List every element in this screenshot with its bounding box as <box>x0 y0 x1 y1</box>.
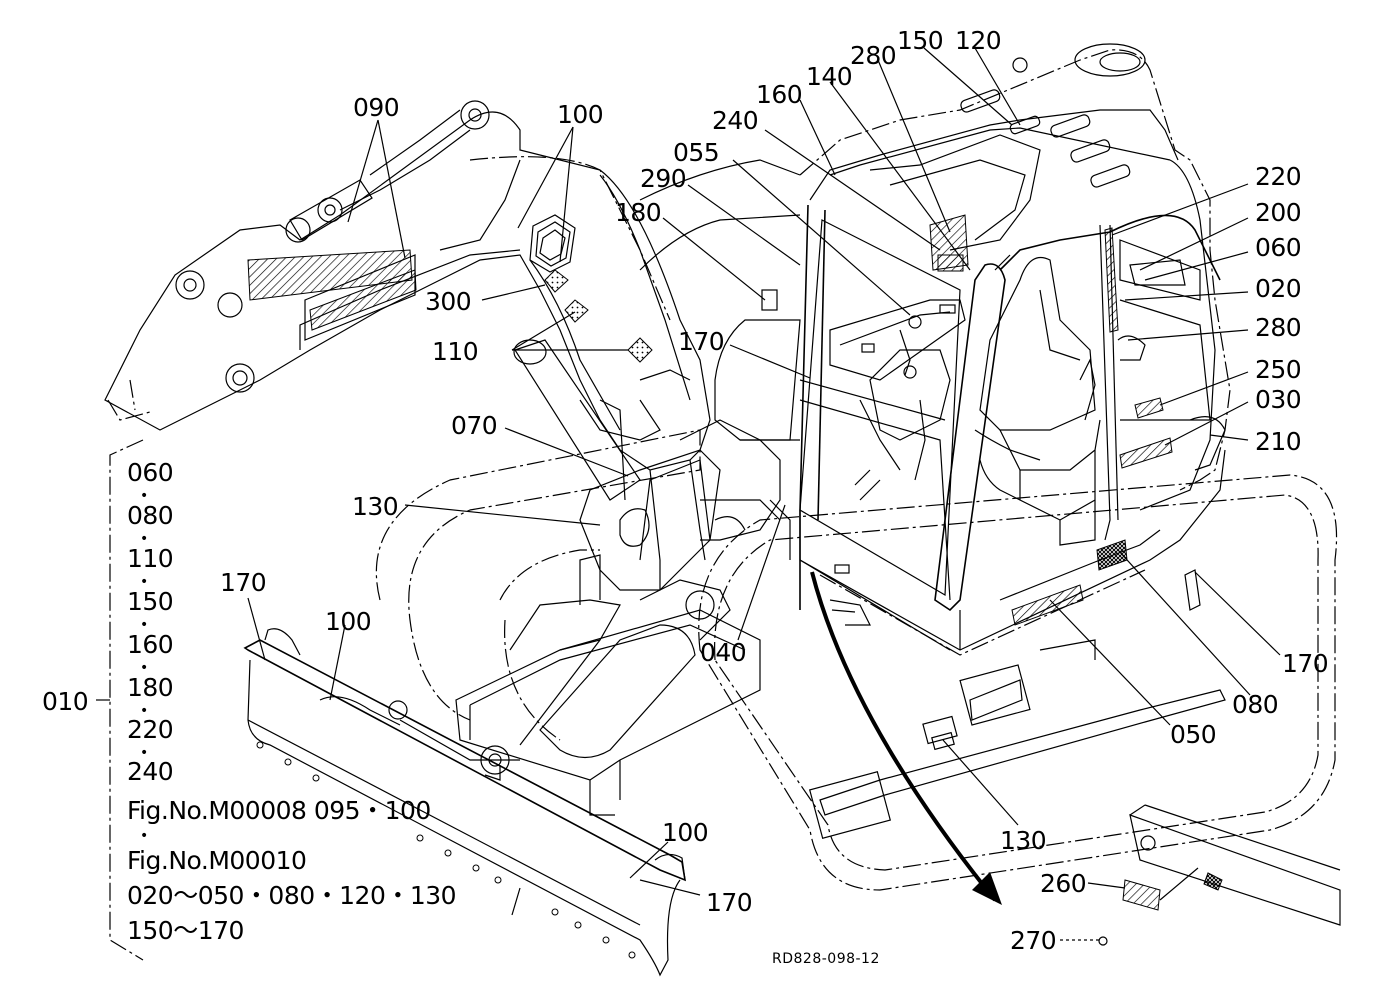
group-separator: • <box>140 488 148 504</box>
dozer-blade <box>243 628 687 977</box>
callout-160: 160 <box>756 80 803 109</box>
decal-250 <box>1134 397 1164 419</box>
callout-170-blade-right: 170 <box>706 888 753 917</box>
callout-220: 220 <box>1255 162 1302 191</box>
callout-240: 240 <box>712 106 759 135</box>
callout-100-blade-left: 100 <box>325 607 372 636</box>
callout-100: 100 <box>557 100 604 129</box>
decal-090b <box>309 269 417 331</box>
callout-090: 090 <box>353 93 400 122</box>
callout-020: 020 <box>1255 274 1302 303</box>
callout-180: 180 <box>615 198 662 227</box>
group-reference: Fig.No.M00008 095・100 <box>127 796 431 825</box>
group-separator: • <box>140 703 148 719</box>
track-outline <box>375 429 1338 891</box>
callout-040: 040 <box>700 638 747 667</box>
callout-170-track: 170 <box>1282 649 1329 678</box>
callout-050: 050 <box>1170 720 1217 749</box>
decal-110c <box>627 337 653 363</box>
callout-120: 120 <box>955 26 1002 55</box>
callout-110: 110 <box>432 337 479 366</box>
track-frame <box>808 569 1226 839</box>
decal-260 <box>1122 879 1161 911</box>
callout-100-blade-right: 100 <box>662 818 709 847</box>
callout-130-bracket: 130 <box>352 492 399 521</box>
callout-280: 280 <box>850 41 897 70</box>
view-arrow <box>810 571 1002 905</box>
callout-060: 060 <box>1255 233 1302 262</box>
group-separator: • <box>140 828 148 844</box>
group-separator: • <box>140 660 148 676</box>
group-item: 110 <box>127 544 174 573</box>
callout-150: 150 <box>897 26 944 55</box>
boom-arm <box>104 100 721 591</box>
callout-170-cab: 170 <box>678 327 725 356</box>
group-separator: • <box>140 574 148 590</box>
undercarriage-frame <box>455 554 761 816</box>
decal-050 <box>1011 584 1084 626</box>
drawing-code: RD828-098-12 <box>772 951 880 967</box>
decal-030 <box>1119 437 1173 469</box>
group-item: 150 <box>127 587 174 616</box>
group-separator: • <box>140 745 148 761</box>
callout-300: 300 <box>425 287 472 316</box>
callout-130-track: 130 <box>1000 826 1047 855</box>
callout-200: 200 <box>1255 198 1302 227</box>
group-separator: • <box>140 531 148 547</box>
group-reference: 150～170 <box>127 916 244 945</box>
callout-260: 260 <box>1040 869 1087 898</box>
callout-170-blade-left: 170 <box>220 568 267 597</box>
group-item: 160 <box>127 630 174 659</box>
blade-bolt-row <box>256 741 636 959</box>
callout-280-rear: 280 <box>1255 313 1302 342</box>
detail-plate <box>1098 804 1341 946</box>
group-item: 220 <box>127 715 174 744</box>
callout-210: 210 <box>1255 427 1302 456</box>
callout-030: 030 <box>1255 385 1302 414</box>
group-reference: Fig.No.M00010 <box>127 846 307 875</box>
group-reference: 020～050・080・120・130 <box>127 881 457 910</box>
callout-070: 070 <box>451 411 498 440</box>
cab-structure <box>639 43 1231 660</box>
group-item: 080 <box>127 501 174 530</box>
callout-250: 250 <box>1255 355 1302 384</box>
leader-lines <box>247 47 1281 941</box>
callout-270: 270 <box>1010 926 1057 955</box>
callout-140: 140 <box>806 62 853 91</box>
decal-140 <box>937 254 964 272</box>
group-root-010: 010 <box>42 687 89 716</box>
decal-110a <box>544 269 569 293</box>
callout-055: 055 <box>673 138 720 167</box>
group-separator: • <box>140 617 148 633</box>
decal-220 <box>1104 227 1119 333</box>
group-item: 180 <box>127 673 174 702</box>
callout-080: 080 <box>1232 690 1279 719</box>
group-item: 060 <box>127 458 174 487</box>
decal-110b <box>564 299 589 323</box>
group-item: 240 <box>127 757 174 786</box>
group-bracket <box>96 439 144 961</box>
callout-290: 290 <box>640 164 687 193</box>
